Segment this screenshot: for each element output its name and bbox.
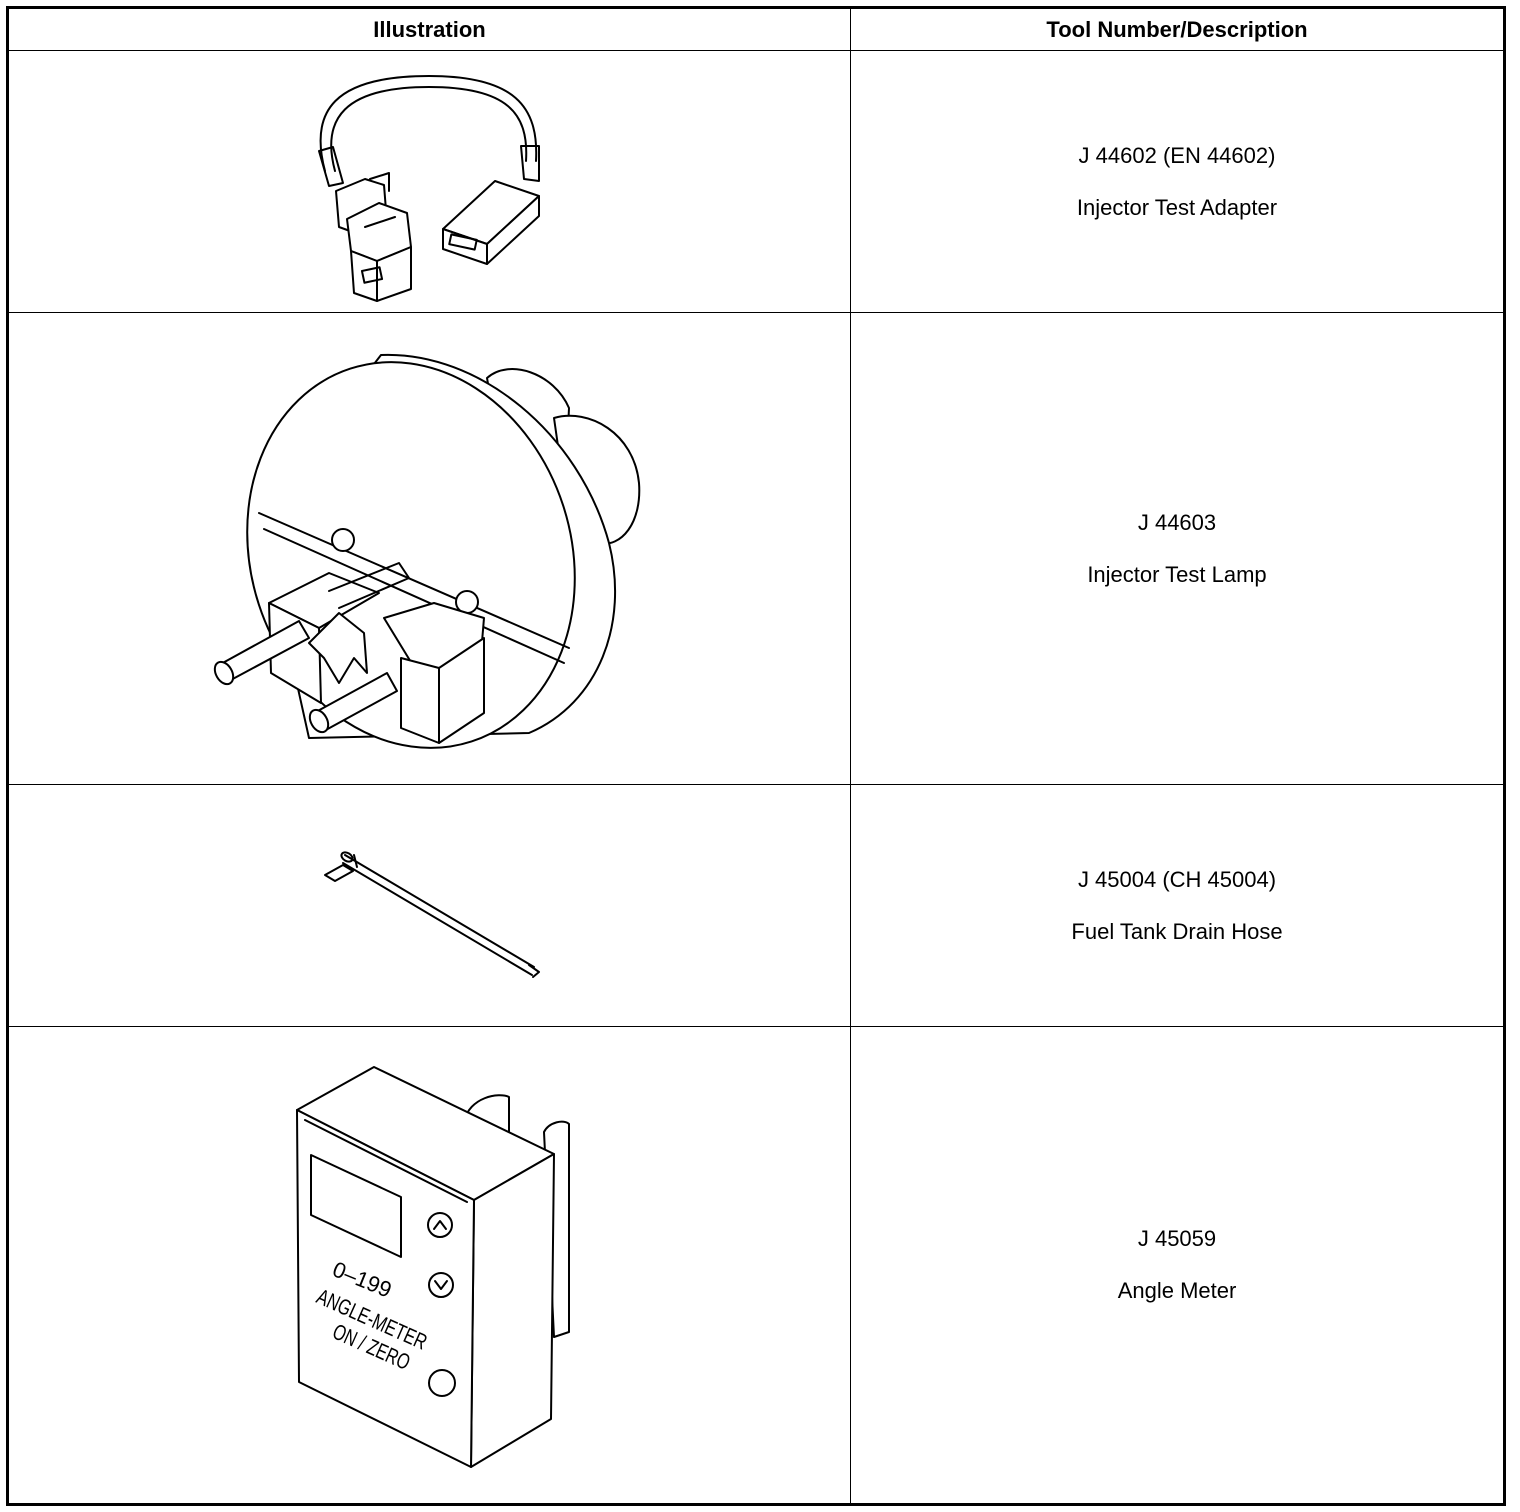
table-row-4-illustration: 0–199 ANGLE-METER ON / ZERO [9, 1027, 851, 1503]
table-row-1-illustration [9, 51, 851, 313]
tool-number: J 45004 (CH 45004) [1077, 866, 1277, 892]
tool-description: Angle Meter [1117, 1278, 1237, 1303]
special-tools-table: Illustration Tool Number/Description J [6, 6, 1506, 1506]
angle-meter-illustration: 0–199 ANGLE-METER ON / ZERO [296, 1066, 570, 1468]
table-row-4-description: J 45059 Angle Meter [851, 1027, 1503, 1503]
tool-number: J 44603 [1137, 509, 1217, 535]
tool-number: J 44602 (EN 44602) [1078, 142, 1276, 168]
tool-description: Injector Test Lamp [1087, 561, 1267, 587]
injector-test-adapter-illustration [318, 75, 540, 302]
injector-test-lamp-illustration [213, 353, 641, 749]
table-row-2-illustration [9, 313, 851, 785]
tool-description: Fuel Tank Drain Hose [1071, 918, 1283, 944]
header-illustration: Illustration [9, 9, 851, 51]
table-row-1-description: J 44602 (EN 44602) Injector Test Adapter [851, 51, 1503, 313]
table-row-3-illustration [9, 785, 851, 1027]
tool-number: J 45059 [1137, 1226, 1217, 1251]
header-tool-number-description: Tool Number/Description [851, 9, 1503, 51]
fuel-tank-drain-hose-illustration [324, 851, 540, 978]
tool-description: Injector Test Adapter [1076, 194, 1278, 220]
table-row-3-description: J 45004 (CH 45004) Fuel Tank Drain Hose [851, 785, 1503, 1027]
table-row-2-description: J 44603 Injector Test Lamp [851, 313, 1503, 785]
